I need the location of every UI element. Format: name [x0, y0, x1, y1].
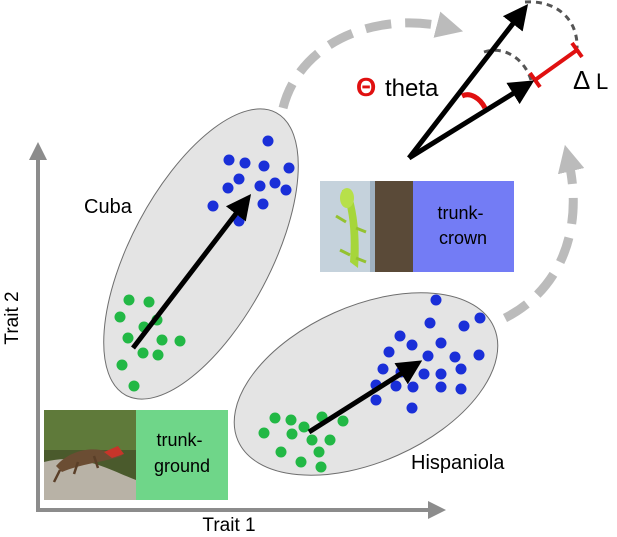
point [430, 294, 442, 306]
point [337, 415, 349, 427]
point [306, 434, 318, 446]
trunk-crown-lizard-photo [320, 181, 413, 272]
x-axis-label: Trait 1 [202, 515, 255, 536]
trunk-ground-line1: trunk- [156, 430, 202, 450]
trunk-crown-card: trunk- crown [320, 181, 514, 272]
point [406, 402, 418, 414]
y-axis-label: Trait 2 [2, 291, 23, 344]
delta-symbol: Δ [573, 65, 590, 95]
y-axis-arrowhead [29, 142, 47, 160]
x-axis-arrowhead [428, 501, 446, 519]
point [116, 359, 128, 371]
cuba-divergence-vector [131, 194, 252, 350]
cuba-label: Cuba [84, 196, 133, 218]
point [383, 346, 395, 358]
hispaniola-label: Hispaniola [411, 452, 505, 474]
trunk-ground-swatch [136, 410, 228, 500]
point [258, 160, 270, 172]
point [295, 456, 307, 468]
point [254, 180, 266, 192]
hispaniola-vector-copy [407, 80, 535, 161]
trunk-crown-label: trunk- crown [437, 203, 488, 248]
point [143, 296, 155, 308]
point [394, 330, 406, 342]
point [298, 421, 310, 433]
point [315, 461, 327, 473]
point [207, 200, 219, 212]
trunk-crown-line1: trunk- [437, 203, 483, 223]
trunk-ground-card: trunk- ground [44, 410, 228, 500]
point [156, 334, 168, 346]
point [257, 198, 269, 210]
point [275, 446, 287, 458]
point [223, 154, 235, 166]
point [286, 428, 298, 440]
delta-letter: L [596, 69, 608, 94]
point [258, 427, 270, 439]
point [407, 381, 419, 393]
point [280, 184, 292, 196]
dashed-transfer-arrow-hispaniola [502, 144, 585, 323]
point [233, 173, 245, 185]
trunk-ground-lizard-photo [44, 410, 136, 500]
point [474, 312, 486, 324]
point [123, 294, 135, 306]
delta-l-tick-bottom [528, 71, 542, 89]
point [418, 368, 430, 380]
point [473, 349, 485, 361]
point [114, 311, 126, 323]
point [262, 135, 274, 147]
point [269, 177, 281, 189]
point [283, 162, 295, 174]
trunk-crown-swatch [413, 181, 514, 272]
point [324, 434, 336, 446]
point [455, 383, 467, 395]
cuba-green-points [114, 294, 186, 392]
point [152, 349, 164, 361]
point [285, 414, 297, 426]
hispaniola-green-points [258, 411, 349, 473]
point [137, 347, 149, 359]
theta-label: theta [385, 75, 439, 102]
point [424, 317, 436, 329]
point [435, 368, 447, 380]
dashed-transfer-arrow-cuba [278, 11, 464, 110]
point [422, 350, 434, 362]
trunk-ground-label: trunk- ground [154, 430, 210, 476]
point [239, 157, 251, 169]
delta-l-tick-top [570, 41, 584, 59]
outer-dashed-arc [524, 0, 579, 49]
hispaniola-divergence-vector [307, 360, 423, 435]
trunk-crown-line2: crown [439, 228, 487, 248]
theta-symbol: Θ [356, 72, 376, 102]
trunk-ground-line2: ground [154, 456, 210, 476]
point [449, 351, 461, 363]
point [435, 337, 447, 349]
point [222, 182, 234, 194]
point [377, 363, 389, 375]
point [269, 412, 281, 424]
point [455, 363, 467, 375]
point [128, 380, 140, 392]
theta-angle-arc [460, 92, 488, 110]
point [458, 320, 470, 332]
cuba-vector-copy [407, 4, 529, 160]
point [435, 381, 447, 393]
point [313, 446, 325, 458]
point [406, 339, 418, 351]
angle-inset [407, 0, 584, 161]
point [122, 332, 134, 344]
point [174, 335, 186, 347]
point [370, 394, 382, 406]
delta-l-segment [533, 48, 579, 82]
axes [29, 142, 446, 519]
